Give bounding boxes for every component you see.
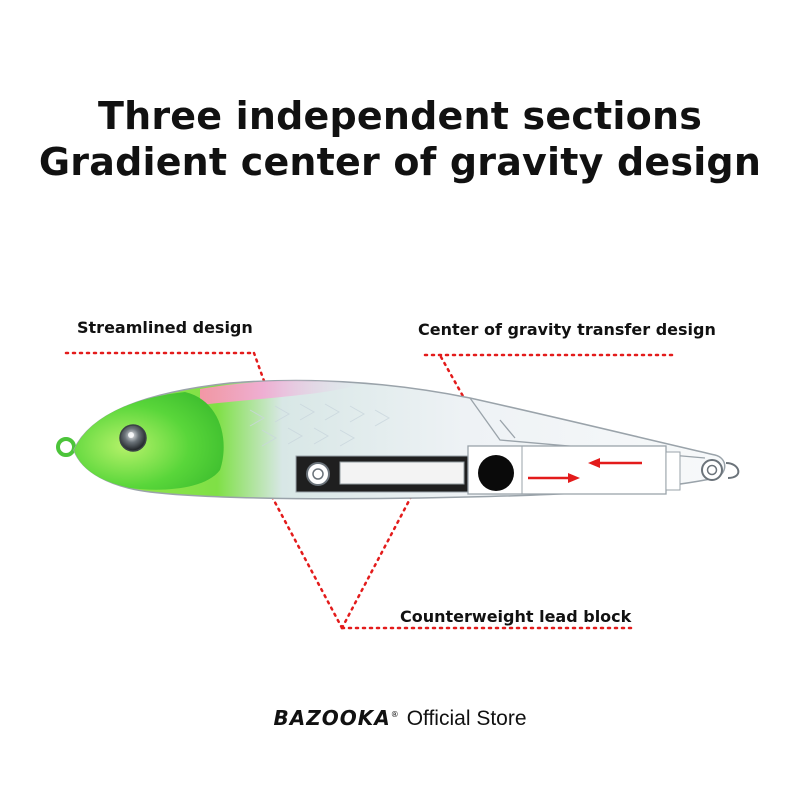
store-label: Official Store <box>406 707 527 730</box>
headline-line-1: Three independent sections <box>97 94 703 138</box>
lure-top-ridge <box>200 380 360 405</box>
callout-center-of-gravity: Center of gravity transfer design <box>418 320 716 339</box>
callout-counterweight: Counterweight lead block <box>400 607 632 626</box>
nose-eyelet <box>56 437 76 457</box>
brand-logo: BAZOOKA <box>273 706 391 730</box>
tail-hook-ring <box>725 462 740 479</box>
counterweight-guide-line <box>260 476 636 630</box>
weight-ball <box>478 455 514 491</box>
lure-eye <box>119 424 147 452</box>
headline-line-2: Gradient center of gravity design <box>38 140 762 184</box>
lure-scales <box>249 403 391 447</box>
lure-head <box>74 392 224 490</box>
store-footer: BAZOOKA® Official Store <box>0 706 800 731</box>
red-arrow-left <box>588 458 642 468</box>
registered-mark: ® <box>390 710 399 720</box>
callout-streamlined-design: Streamlined design <box>77 318 253 337</box>
red-arrow-right <box>528 473 580 483</box>
